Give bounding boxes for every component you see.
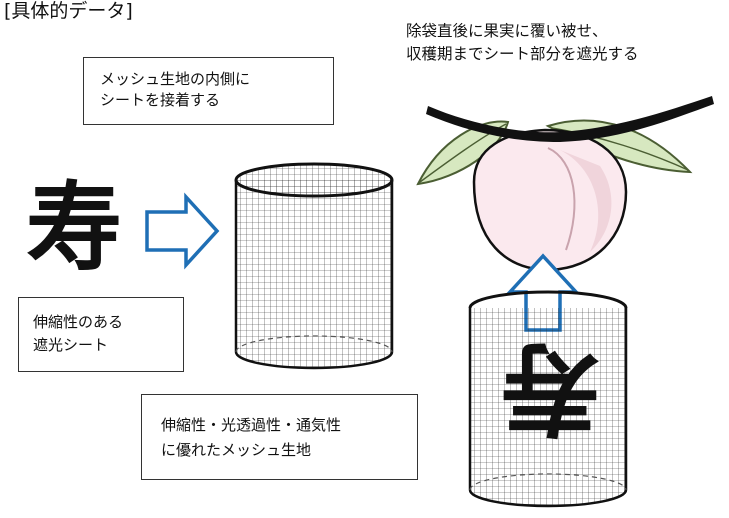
cover-note-line1: 除袋直後に果実に覆い被せ、 xyxy=(406,22,608,40)
peach-fruit xyxy=(472,128,628,272)
shade-sheet-glyph: 寿 xyxy=(26,171,122,284)
mesh-cylinder-right xyxy=(468,290,628,508)
mesh-cylinder-left xyxy=(234,162,394,370)
page-heading: [具体的データ] xyxy=(4,0,133,22)
mesh-note-line1: メッシュ生地の内側に xyxy=(100,70,251,88)
branch xyxy=(426,96,714,142)
shade-sheet-glyph-inverted: 寿 xyxy=(500,329,600,447)
right-arrow xyxy=(145,192,220,270)
mesh-label-line1: 伸縮性・光透過性・通気性 xyxy=(161,416,342,434)
mesh-label-box: 伸縮性・光透過性・通気性 に優れたメッシュ生地 xyxy=(141,394,418,480)
mesh-note-box: メッシュ生地の内側に シートを接着する xyxy=(83,57,334,125)
mesh-label-line2: に優れたメッシュ生地 xyxy=(161,441,312,459)
cover-note: 除袋直後に果実に覆い被せ、 収穫期までシート部分を遮光する xyxy=(406,20,639,66)
sheet-label-box: 伸縮性のある 遮光シート xyxy=(18,297,184,372)
sheet-label-line2: 遮光シート xyxy=(33,336,109,354)
mesh-note-line2: シートを接着する xyxy=(100,91,221,109)
cover-note-line2: 収穫期までシート部分を遮光する xyxy=(406,45,639,63)
sheet-label-line1: 伸縮性のある xyxy=(33,313,124,331)
